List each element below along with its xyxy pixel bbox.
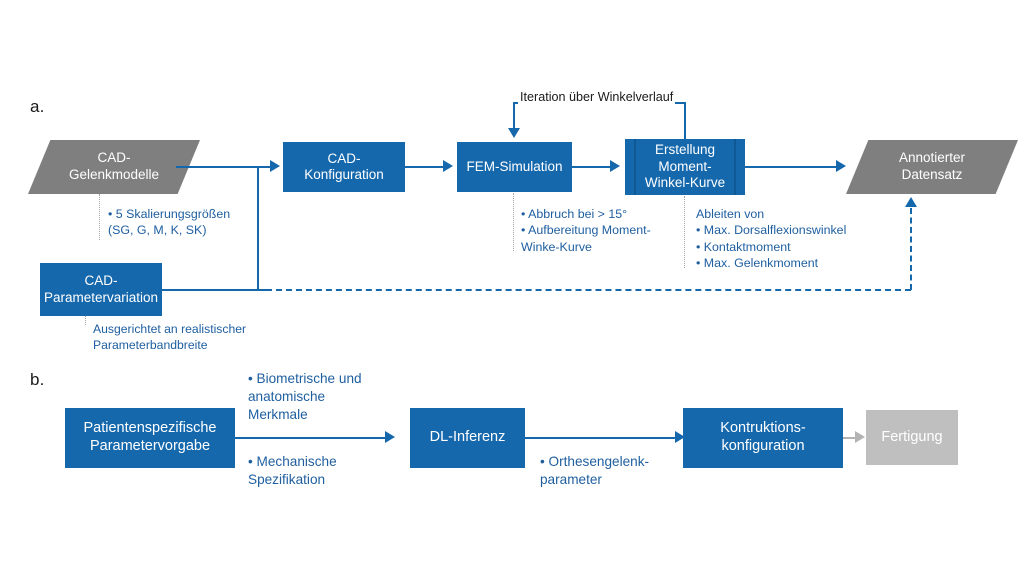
annotation-skalierungsgroessen: • 5 Skalierungsgrößen (SG, G, M, K, SK) [108, 207, 231, 238]
edge-erstellung-to-datensatz [745, 166, 840, 168]
node-kontruktionskonfiguration-label: Kontruktions- konfiguration [720, 420, 806, 454]
loop-label-iteration: Iteration über Winkelverlauf [518, 90, 676, 104]
loop-riser-left [513, 102, 515, 129]
node-annotierter-datensatz-label: Annotierter Datensatz [898, 150, 966, 182]
arrowhead-to-erstellung [610, 160, 620, 172]
node-kontruktionskonfiguration[interactable]: Kontruktions- konfiguration [683, 408, 843, 468]
node-cad-gelenkmodelle-label: CAD- Gelenkmodelle [68, 150, 160, 182]
node-fem-simulation[interactable]: FEM-Simulation [457, 142, 572, 192]
edge-parametervorgabe-to-dl [235, 437, 387, 439]
panel-letter-a: a. [30, 97, 45, 116]
node-fem-simulation-label: FEM-Simulation [466, 158, 563, 174]
edge-parametervariation-out [162, 289, 267, 291]
edge-gelenkmodelle-to-konfiguration [176, 166, 272, 168]
arrowhead-to-kontruktionskonfiguration [675, 431, 685, 443]
arrowhead-loop-into-fem [508, 128, 520, 138]
arrowhead-to-fertigung [855, 431, 865, 443]
arrowhead-to-annotierter-datensatz [836, 160, 846, 172]
node-cad-gelenkmodelle[interactable]: CAD- Gelenkmodelle [28, 140, 200, 194]
node-annotierter-datensatz[interactable]: Annotierter Datensatz [846, 140, 1018, 194]
loop-riser-right [684, 103, 686, 140]
arrowhead-to-fem-simulation [443, 160, 453, 172]
annotation-biometrische-merkmale: • Biometrische und anatomische Merkmale [248, 371, 362, 423]
node-fertigung[interactable]: Fertigung [866, 410, 958, 465]
node-cad-konfiguration-label: CAD-Konfiguration [304, 150, 384, 182]
feedback-dashed-vertical [910, 208, 912, 290]
leader-line-skalierung [99, 194, 100, 240]
panel-letter-b: b. [30, 370, 45, 389]
leader-line-fem [513, 193, 514, 251]
edge-parametervariation-riser [257, 166, 259, 290]
node-cad-konfiguration[interactable]: CAD-Konfiguration [283, 142, 405, 192]
feedback-dashed-horizontal [266, 289, 911, 291]
edge-konfiguration-to-fertigung [843, 437, 860, 439]
node-patientenspezifische-label: Patientenspezifische Parametervorgabe [83, 420, 217, 454]
edge-dl-to-konfiguration [525, 437, 677, 439]
annotation-fem-parameter: • Abbruch bei > 15° • Aufbereitung Momen… [521, 207, 651, 254]
node-erstellung-label: Erstellung Moment- Winkel-Kurve [644, 142, 726, 191]
node-fertigung-label: Fertigung [881, 428, 943, 445]
annotation-ableiten-von: Ableiten von • Max. Dorsalflexionswinkel… [696, 207, 847, 271]
annotation-mechanische-spezifikation: • Mechanische Spezifikation [248, 454, 337, 488]
node-patientenspezifische-parametervorgabe[interactable]: Patientenspezifische Parametervorgabe [65, 408, 235, 468]
node-dl-inferenz-label: DL-Inferenz [429, 429, 506, 446]
edge-fem-to-erstellung [572, 166, 612, 168]
node-dl-inferenz[interactable]: DL-Inferenz [410, 408, 525, 468]
annotation-orthesengelenkparameter: • Orthesengelenk- parameter [540, 454, 650, 488]
process-bar-right [734, 139, 736, 195]
leader-line-ableiten [684, 196, 685, 268]
process-bar-left [634, 139, 636, 195]
arrowhead-feedback-into-datensatz [905, 197, 917, 207]
node-cad-parametervariation-label: CAD- Parametervariation [43, 273, 159, 305]
node-cad-parametervariation[interactable]: CAD- Parametervariation [40, 263, 162, 316]
node-erstellung-moment-winkel-kurve[interactable]: Erstellung Moment- Winkel-Kurve [625, 139, 745, 195]
edge-konfiguration-to-fem [405, 166, 445, 168]
arrowhead-to-dl-inferenz [385, 431, 395, 443]
arrowhead-to-cad-konfiguration [270, 160, 280, 172]
annotation-parameterbandbreite: Ausgerichtet an realistischer Parameterb… [93, 322, 247, 353]
